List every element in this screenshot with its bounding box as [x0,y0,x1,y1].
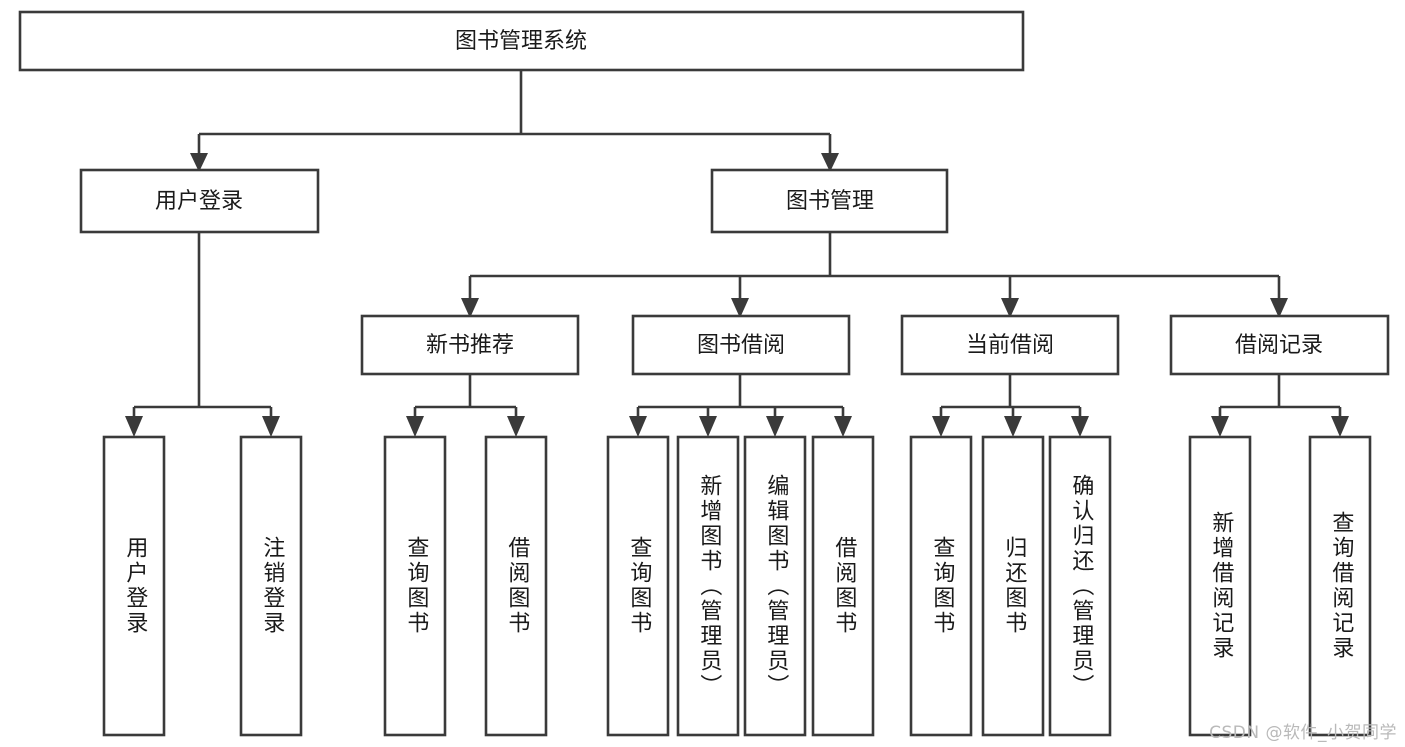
arrow-to-leaf-user-login [125,416,143,437]
node-box-leaf-user-logout[interactable] [239,435,303,737]
node-box-book-manage[interactable] [710,168,949,234]
arrow-to-borrow-record [1270,298,1288,318]
arrow-to-leaf-query-record [1331,416,1349,437]
node-label-borrow-record: 借阅记录 [1235,333,1323,358]
node-label-new-book-recommend: 新书推荐 [426,333,514,358]
node-box-leaf-query-book-borrow[interactable] [606,435,670,737]
node-box-leaf-user-login[interactable] [102,435,166,737]
arrow-to-leaf-borrow-book [834,416,852,437]
node-box-borrow-record[interactable] [1169,314,1390,376]
connector-group [125,70,1349,437]
arrow-to-leaf-edit-book [766,416,784,437]
arrow-to-leaf-user-logout [262,416,280,437]
watermark-text: CSDN @软件_小贺同学 [1209,723,1397,743]
arrow-to-leaf-query-book-current [932,416,950,437]
arrow-to-book-borrow [731,298,749,318]
node-box-leaf-query-record[interactable] [1308,435,1372,737]
node-box-group: 图书管理系统 用户登录 图书管理 新书推荐 图书借阅 当前借阅 借阅记录 [18,10,1390,737]
arrow-to-leaf-add-record [1211,416,1229,437]
arrow-to-user-login [190,153,208,172]
arrow-to-book-manage [821,153,839,172]
arrow-to-leaf-return-book [1004,416,1022,437]
node-box-leaf-borrow-book-rec[interactable] [484,435,548,737]
node-label-book-manage: 图书管理 [786,189,874,214]
arrow-to-leaf-confirm-return [1071,416,1089,437]
arrow-to-new-book [461,298,479,318]
arrow-to-leaf-query-book-borrow [629,416,647,437]
node-box-leaf-edit-book[interactable] [743,435,807,737]
node-box-leaf-query-book-current[interactable] [909,435,973,737]
arrow-to-current-borrow [1001,298,1019,318]
node-box-leaf-add-record[interactable] [1188,435,1252,737]
node-label-book-borrow: 图书借阅 [697,333,785,358]
arrow-to-leaf-borrow-book-rec [507,416,525,437]
node-box-current-borrow[interactable] [900,314,1120,376]
arrow-to-leaf-add-book [699,416,717,437]
node-box-leaf-query-book-rec[interactable] [383,435,447,737]
node-box-leaf-borrow-book[interactable] [811,435,875,737]
node-box-root[interactable] [18,10,1025,72]
node-box-new-book-recommend[interactable] [360,314,580,376]
node-box-leaf-confirm-return[interactable] [1048,435,1112,737]
node-label-root: 图书管理系统 [455,29,587,54]
node-box-leaf-return-book[interactable] [981,435,1045,737]
arrow-to-leaf-query-book-rec [406,416,424,437]
node-label-current-borrow: 当前借阅 [966,333,1054,358]
node-box-user-login[interactable] [79,168,320,234]
node-box-book-borrow[interactable] [631,314,851,376]
node-label-user-login: 用户登录 [155,189,243,214]
node-box-leaf-add-book[interactable] [676,435,740,737]
